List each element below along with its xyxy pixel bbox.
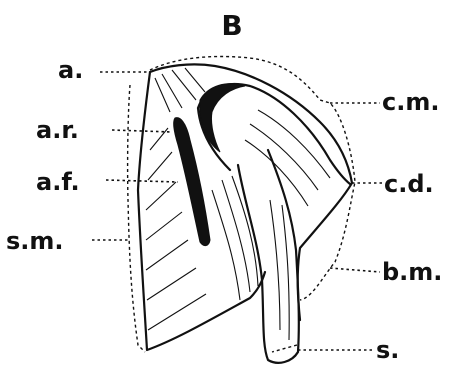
label-af: a.f. bbox=[36, 168, 80, 196]
inner-cavity bbox=[198, 84, 350, 184]
leader-lines bbox=[92, 72, 382, 350]
label-cd: c.d. bbox=[384, 170, 434, 198]
label-a: a. bbox=[58, 56, 83, 84]
label-cm: c.m. bbox=[382, 88, 439, 116]
label-ar: a.r. bbox=[36, 116, 79, 144]
shading-hatch bbox=[146, 68, 330, 340]
stalk-shape bbox=[238, 150, 299, 363]
label-bm: b.m. bbox=[382, 258, 442, 286]
label-s: s. bbox=[376, 336, 399, 364]
label-sm: s.m. bbox=[6, 227, 64, 255]
structure-outline bbox=[138, 64, 352, 350]
cavity-rim bbox=[200, 84, 245, 152]
anterior-fold bbox=[174, 118, 210, 246]
panel-label: B bbox=[221, 9, 242, 42]
